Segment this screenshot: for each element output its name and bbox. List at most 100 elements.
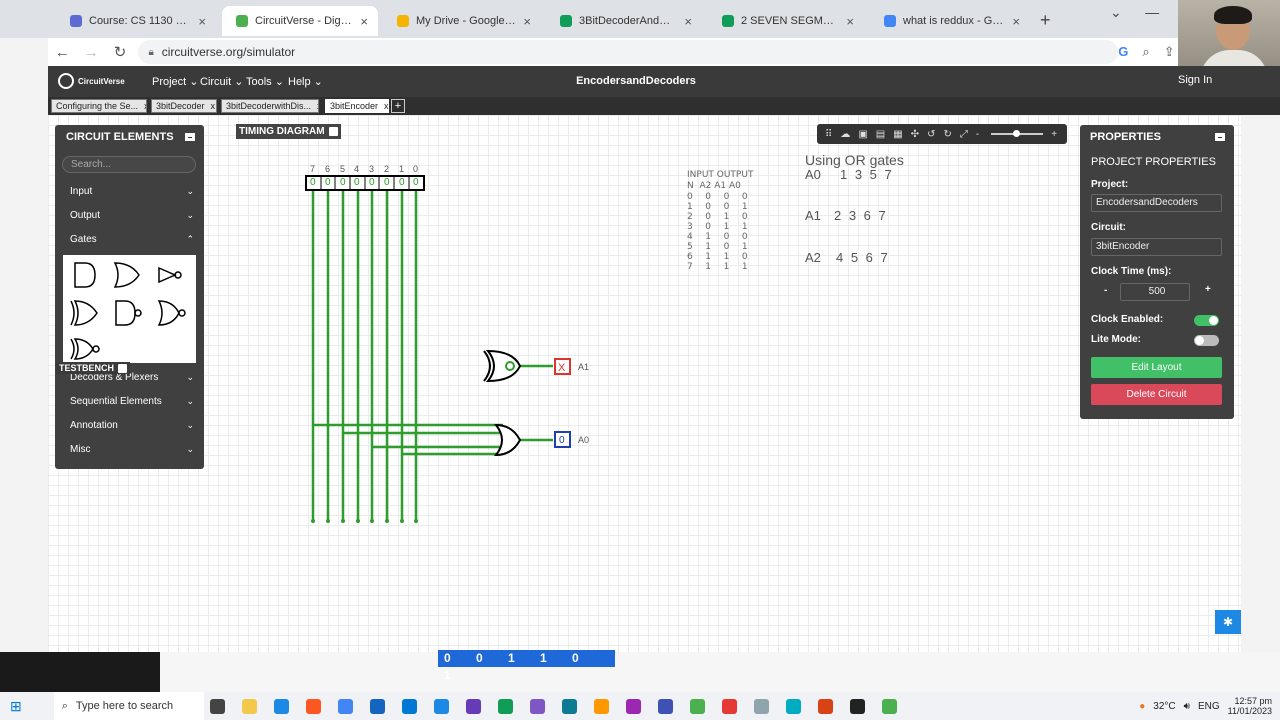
input-bit-value[interactable]: 0: [340, 177, 346, 188]
redo-icon[interactable]: ↻: [943, 128, 952, 140]
clock-increment-button[interactable]: +: [1205, 284, 1211, 295]
taskbar-app-icon[interactable]: [817, 698, 833, 714]
close-icon[interactable]: ×: [198, 13, 206, 29]
browser-tab[interactable]: CircuitVerse - Digital Circuit Sim×: [222, 6, 378, 36]
testbench-button[interactable]: TESTBENCH: [56, 362, 131, 374]
taskbar-app-icon[interactable]: [337, 698, 353, 714]
browser-tab[interactable]: what is reddux - Google Search×: [870, 6, 1030, 36]
taskbar-app-icon[interactable]: [305, 698, 321, 714]
edit-layout-button[interactable]: Edit Layout: [1091, 357, 1222, 378]
save-icon[interactable]: ▣: [858, 128, 868, 140]
fullscreen-icon[interactable]: ⤢: [959, 128, 968, 140]
project-name-field[interactable]: EncodersandDecoders: [1091, 194, 1222, 212]
taskbar-app-icon[interactable]: [465, 698, 481, 714]
zoom-slider[interactable]: [991, 130, 1044, 137]
zoom-out-icon[interactable]: -: [975, 128, 980, 140]
taskbar-search[interactable]: ⌕ Type here to search: [53, 692, 204, 720]
url-field[interactable]: 🔒︎ circuitverse.org/simulator: [138, 40, 1119, 64]
google-icon[interactable]: G: [1118, 44, 1129, 59]
menu-circuit[interactable]: Circuit ⌄: [200, 76, 244, 88]
copy-icon[interactable]: ▦: [893, 128, 903, 140]
zoom-icon[interactable]: ⌕: [1142, 44, 1150, 59]
cloud-upload-icon[interactable]: ☁: [840, 128, 851, 140]
close-icon[interactable]: ×: [846, 13, 854, 29]
menu-project[interactable]: Project ⌄: [152, 76, 199, 88]
taskbar-app-icon[interactable]: [593, 698, 609, 714]
browser-tab[interactable]: 3BitDecoderAndEncoder - Goo×: [546, 6, 702, 36]
close-icon[interactable]: ×: [684, 13, 692, 29]
clock-time-field[interactable]: 500: [1120, 283, 1190, 301]
bug-report-button[interactable]: ✱: [1215, 610, 1241, 634]
lite-mode-toggle[interactable]: [1194, 335, 1219, 346]
forward-icon[interactable]: →: [83, 43, 99, 61]
category-gates[interactable]: Gates⌃: [70, 234, 194, 245]
fit-icon[interactable]: ✣: [910, 128, 920, 140]
category-annotation[interactable]: Annotation⌄: [70, 420, 194, 431]
menu-tools[interactable]: Tools ⌄: [246, 76, 284, 88]
reload-icon[interactable]: ↻: [113, 44, 127, 61]
taskbar-app-icon[interactable]: [625, 698, 641, 714]
category-sequential[interactable]: Sequential Elements⌄: [70, 396, 194, 407]
timing-diagram-button[interactable]: TIMING DIAGRAM: [236, 124, 341, 139]
input-bit-value[interactable]: 0: [325, 177, 331, 188]
zoom-in-icon[interactable]: +: [1051, 128, 1058, 140]
undo-icon[interactable]: ↺: [927, 128, 936, 140]
taskbar-app-icon[interactable]: [561, 698, 577, 714]
back-icon[interactable]: ←: [54, 43, 70, 61]
browser-tab[interactable]: 2 SEVEN SEGMENT DISPLAY DE×: [708, 6, 864, 36]
window-controls[interactable]: ⌄ —: [1110, 4, 1160, 20]
taskbar-app-icon[interactable]: [881, 698, 897, 714]
elements-search-input[interactable]: Search...: [62, 156, 196, 173]
taskbar-app-icon[interactable]: [689, 698, 705, 714]
input-bit-value[interactable]: 0: [413, 177, 419, 188]
sign-in-link[interactable]: Sign In: [1178, 74, 1213, 86]
category-output[interactable]: Output⌄: [70, 210, 194, 221]
simulator-canvas[interactable]: [48, 115, 1241, 652]
browser-tab[interactable]: Course: CS 1130 2023 SEM1 4-1×: [56, 6, 216, 36]
circuit-name-field[interactable]: 3bitEncoder: [1091, 238, 1222, 256]
menu-help[interactable]: Help ⌄: [288, 76, 323, 88]
taskbar-app-icon[interactable]: [785, 698, 801, 714]
input-bit-value[interactable]: 0: [369, 177, 375, 188]
share-icon[interactable]: ⇪: [1163, 44, 1175, 59]
category-decoders-plexers[interactable]: Decoders & Plexers⌄: [70, 372, 194, 383]
delete-circuit-button[interactable]: Delete Circuit: [1091, 384, 1222, 405]
taskbar-app-icon[interactable]: [529, 698, 545, 714]
taskbar-app-icon[interactable]: [273, 698, 289, 714]
taskbar-app-icon[interactable]: [657, 698, 673, 714]
taskbar-app-icon[interactable]: [241, 698, 257, 714]
taskbar-app-icon[interactable]: [369, 698, 385, 714]
browser-tab[interactable]: My Drive - Google Drive×: [383, 6, 541, 36]
close-icon[interactable]: ×: [1012, 13, 1020, 29]
circuitverse-logo[interactable]: CircuitVerse: [58, 73, 125, 89]
input-bit-value[interactable]: 0: [399, 177, 405, 188]
delete-icon[interactable]: ▤: [875, 128, 886, 140]
drag-handle-icon[interactable]: ⠿: [825, 128, 833, 140]
category-input[interactable]: Input⌄: [70, 186, 194, 197]
new-tab-button[interactable]: +: [1040, 10, 1051, 30]
taskbar-app-icon[interactable]: [209, 698, 225, 714]
clock[interactable]: 12:57 pm 11/01/2023: [1227, 696, 1272, 716]
input-bit-value[interactable]: 0: [384, 177, 390, 188]
taskbar-app-icon[interactable]: [433, 698, 449, 714]
input-bit-value[interactable]: 0: [354, 177, 360, 188]
taskbar-app-icon[interactable]: [497, 698, 513, 714]
circuit-tab[interactable]: 3bitDecoderwithDis...x: [221, 99, 319, 113]
clock-enabled-toggle[interactable]: [1194, 315, 1219, 326]
taskbar-app-icon[interactable]: [721, 698, 737, 714]
taskbar-app-icon[interactable]: [753, 698, 769, 714]
close-icon[interactable]: ×: [360, 13, 368, 29]
taskbar-app-icon[interactable]: [401, 698, 417, 714]
add-circuit-tab-button[interactable]: +: [391, 99, 405, 113]
minimize-icon[interactable]: [185, 133, 195, 141]
windows-start-icon[interactable]: ⊞: [10, 697, 22, 714]
clock-decrement-button[interactable]: -: [1104, 285, 1108, 296]
close-icon[interactable]: ×: [523, 13, 531, 29]
circuit-tab[interactable]: Configuring the Se...x: [51, 99, 147, 113]
category-misc[interactable]: Misc⌄: [70, 444, 194, 455]
minimize-icon[interactable]: [1215, 133, 1225, 141]
input-bit-value[interactable]: 0: [310, 177, 316, 188]
taskbar-app-icon[interactable]: [849, 698, 865, 714]
